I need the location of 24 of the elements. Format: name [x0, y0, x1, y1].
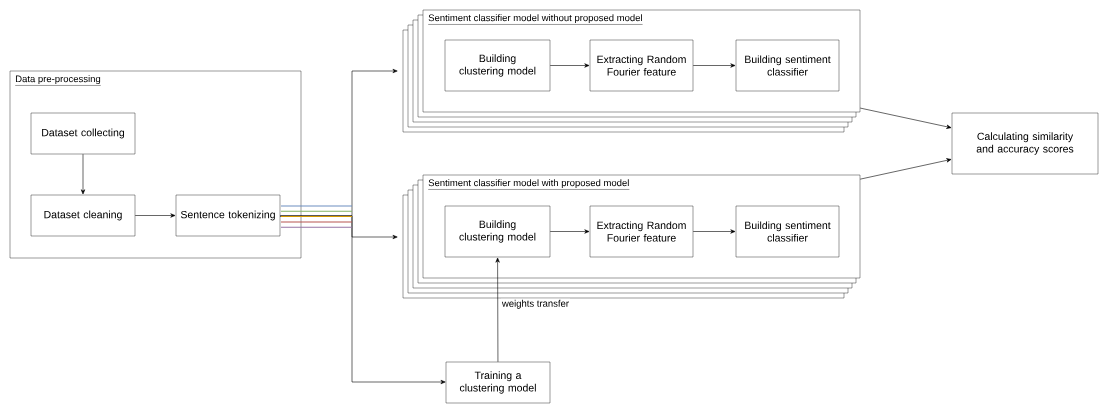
- process-box: Building sentiment classifier: [735, 39, 840, 92]
- arrow: [692, 63, 736, 68]
- process-box: Calculating similarity and accuracy scores: [951, 112, 1099, 175]
- process-box: Dataset cleaning: [30, 194, 136, 237]
- arrow: [549, 63, 590, 68]
- arrow: [495, 257, 500, 363]
- process-box: Dataset collecting: [30, 112, 136, 155]
- process-box: Building clustering model: [444, 205, 551, 258]
- arrow: [549, 229, 590, 234]
- process-box: Extracting Random Fourier feature: [589, 39, 694, 92]
- process-box: Extracting Random Fourier feature: [589, 205, 694, 258]
- node-label: Sentiment classifier model without proposed model: [428, 14, 642, 24]
- process-box: Training a clustering model: [445, 361, 551, 404]
- process-box: Sentence tokenizing: [175, 194, 281, 237]
- arrow: [859, 158, 952, 180]
- arrow: [134, 213, 176, 218]
- process-box: Building sentiment classifier: [735, 205, 840, 258]
- process-box: Building clustering model: [444, 39, 551, 92]
- arrow: [692, 229, 736, 234]
- arrow: [279, 215, 446, 385]
- edge-label: weights transfer: [500, 298, 570, 310]
- arrow: [859, 107, 952, 129]
- arrow: [80, 153, 86, 195]
- node-label: Sentiment classifier model with proposed model: [428, 179, 629, 189]
